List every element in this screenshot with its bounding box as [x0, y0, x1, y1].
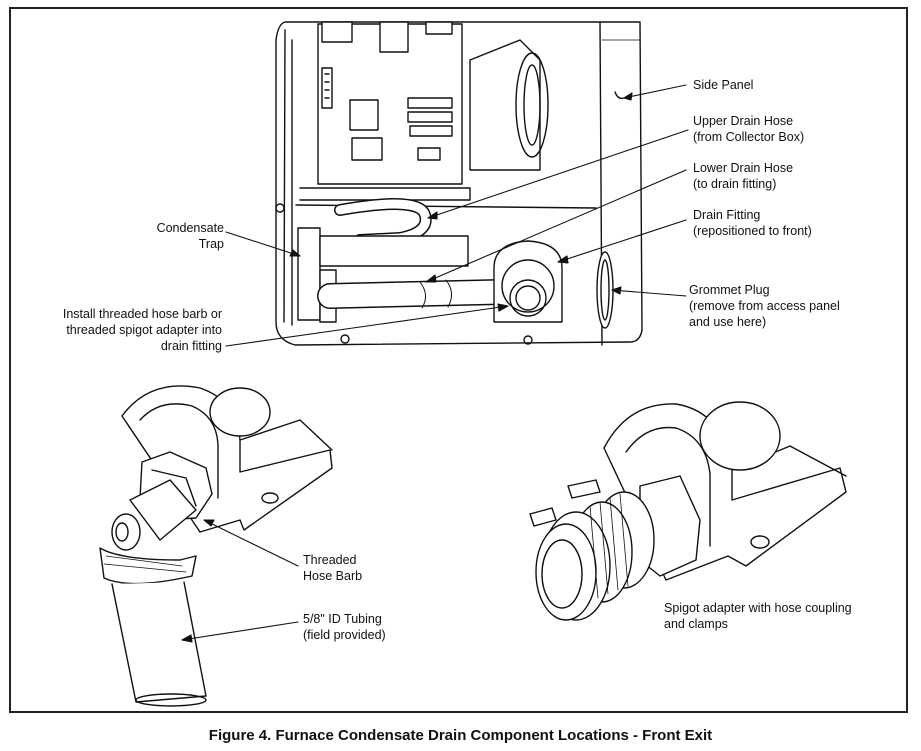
label-tubing: 5/8" ID Tubing (field provided) [303, 612, 386, 642]
label-threaded-hose-barb: Threaded Hose Barb [303, 553, 363, 583]
figure-frame [9, 7, 908, 713]
label-side-panel: Side Panel [693, 78, 754, 92]
hose-barb-assembly [99, 385, 333, 707]
spigot-adapter-assembly [529, 401, 847, 621]
label-upper-drain-hose: Upper Drain Hose (from Collector Box) [693, 114, 805, 144]
label-spigot-adapter: Spigot adapter with hose coupling and cl… [664, 601, 852, 631]
figure-caption: Figure 4. Furnace Condensate Drain Compo… [208, 727, 713, 744]
label-condensate-trap: Condensate Trap [156, 221, 224, 251]
label-grommet-plug: Grommet Plug (remove from access panel a… [689, 283, 840, 329]
label-drain-fitting: Drain Fitting (repositioned to front) [693, 208, 812, 238]
label-lower-drain-hose: Lower Drain Hose (to drain fitting) [693, 161, 794, 191]
label-install-hose-barb: Install threaded hose barb or threaded s… [62, 307, 222, 353]
furnace-cabinet [275, 21, 643, 346]
leader-lines [181, 84, 689, 643]
